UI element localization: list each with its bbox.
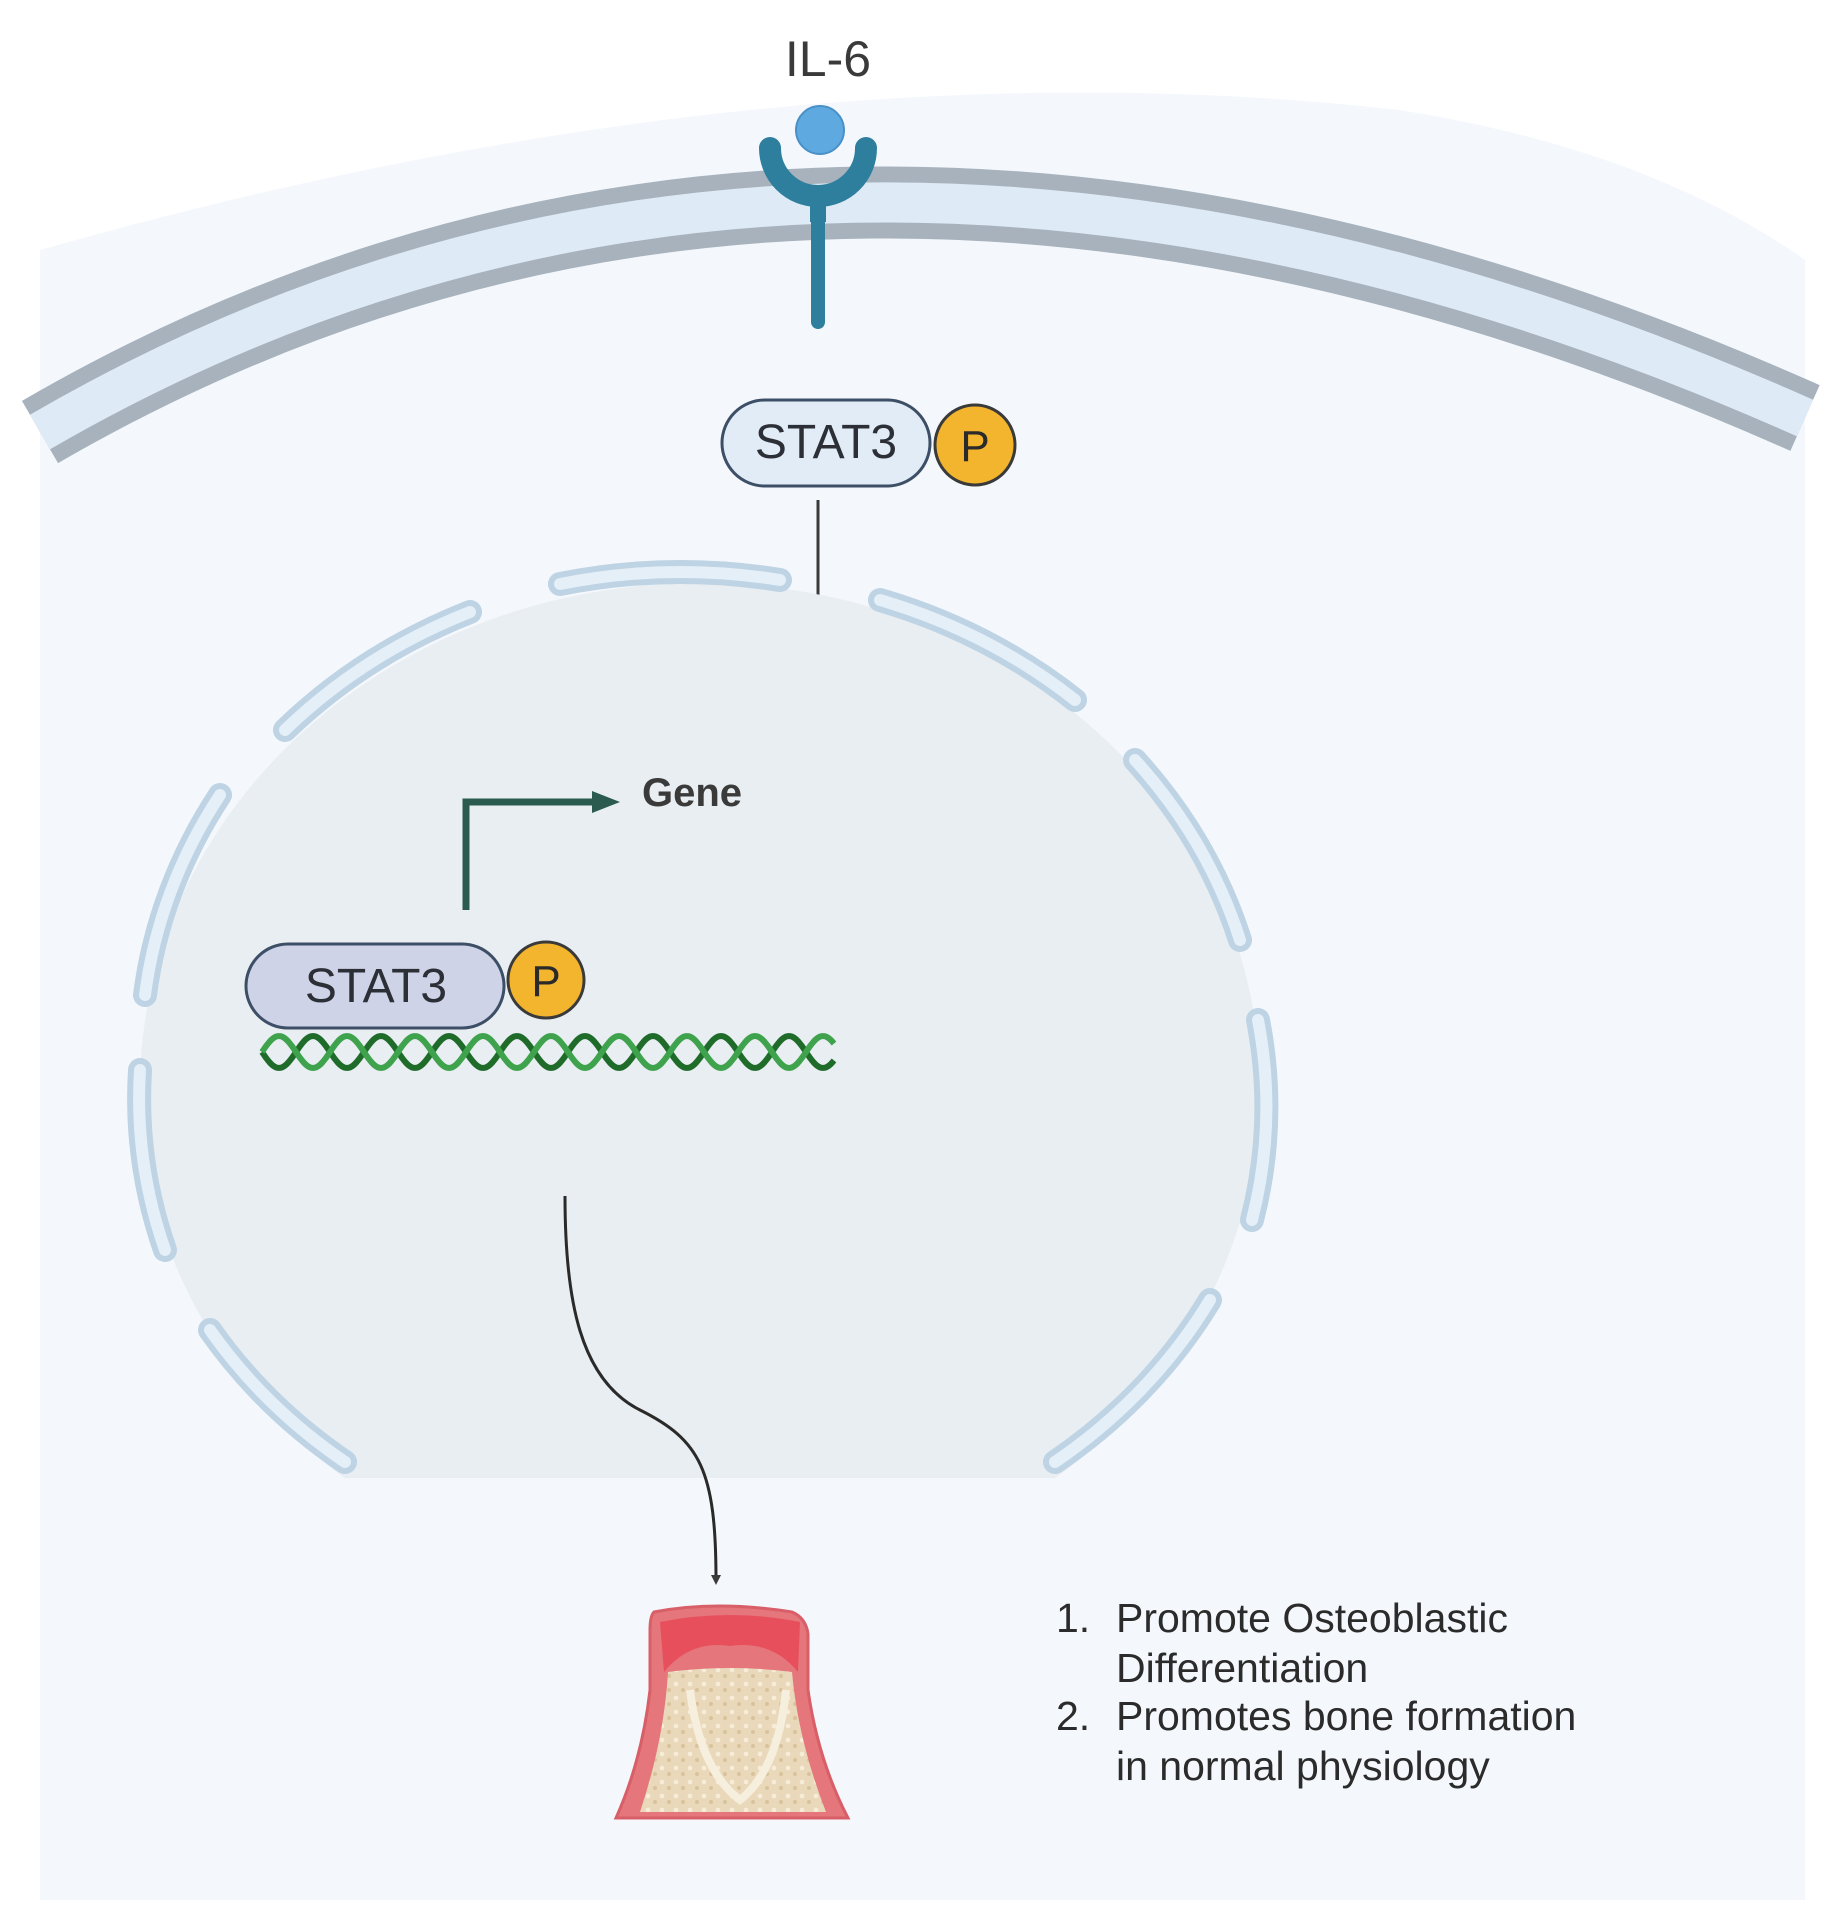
outcome-2-line-2: in normal physiology	[1116, 1743, 1490, 1789]
nucleus	[127, 560, 1279, 1478]
phosphate-nuclear	[506, 940, 586, 1020]
outcome-1-line-2: Differentiation	[1116, 1645, 1368, 1691]
outcomes-list: 1. Promote Osteoblastic Differentiation …	[1056, 1595, 1576, 1789]
gene-label: Gene	[642, 771, 742, 815]
cell-membrane	[21, 166, 1820, 464]
phosphate-nuclear-label: P	[531, 957, 560, 1006]
nuclear-envelope-inner	[133, 566, 1273, 1468]
stat3-cytoplasm-pill	[720, 398, 932, 488]
phosphate-cytoplasm-label: P	[960, 422, 989, 471]
il6-label: IL-6	[785, 31, 871, 87]
stat3-cytoplasm-complex: STAT3 P	[720, 398, 1017, 488]
stat3-nuclear-complex: STAT3 P	[244, 940, 586, 1030]
bone-inner-cavity	[686, 1689, 790, 1806]
nucleus-body	[140, 583, 1260, 1478]
downstream-arrow	[563, 1195, 721, 1585]
outcome-2-line-1: Promotes bone formation	[1116, 1693, 1576, 1739]
il6-ligand	[795, 105, 845, 155]
transcription-arrow	[462, 791, 620, 910]
stat3-nuclear-pill	[244, 942, 506, 1030]
il6-receptor	[759, 137, 877, 329]
bone-marrow	[640, 1668, 826, 1812]
phosphate-cytoplasm	[933, 403, 1017, 487]
dna-helix	[259, 1033, 837, 1071]
stat3-cytoplasm-label: STAT3	[755, 416, 897, 469]
stat3-nuclear-label: STAT3	[305, 960, 447, 1013]
outcome-1-line-1: Promote Osteoblastic	[1116, 1595, 1508, 1641]
outcome-1-number: 1.	[1056, 1595, 1090, 1641]
outcome-2-number: 2.	[1056, 1693, 1090, 1739]
dna-strand-2	[259, 1033, 837, 1071]
bone-cartilage-cap	[660, 1615, 800, 1672]
bone-illustration	[613, 1604, 851, 1820]
